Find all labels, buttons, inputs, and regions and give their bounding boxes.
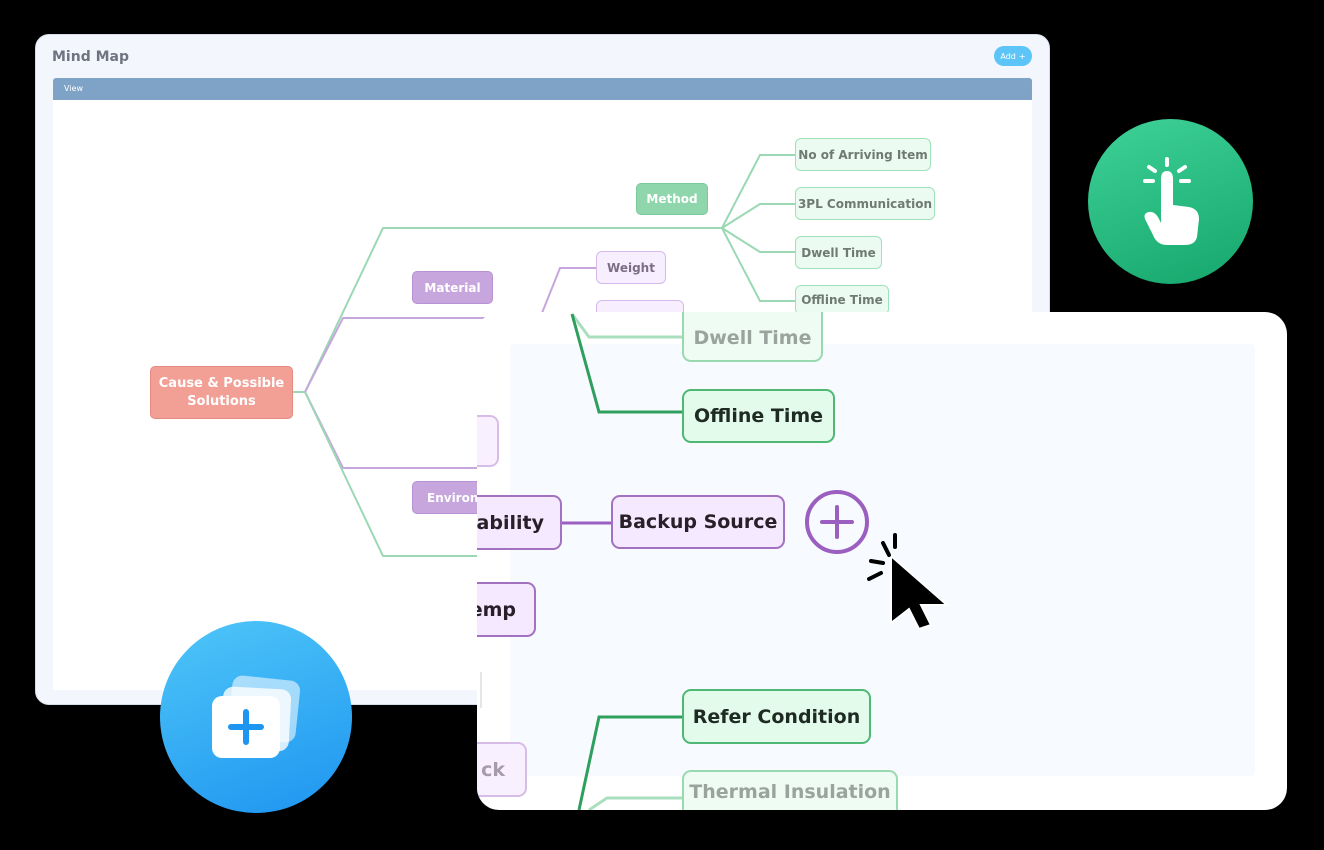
material-node[interactable]: Material xyxy=(412,271,493,304)
leaf-weight[interactable]: Weight xyxy=(596,251,666,284)
add-button[interactable]: Add + xyxy=(994,46,1032,66)
hand-tap-icon xyxy=(1088,119,1253,284)
view-bar[interactable]: View xyxy=(53,78,1032,100)
cursor-click-icon xyxy=(867,533,950,631)
zoom-connectors xyxy=(562,313,682,810)
method-node[interactable]: Method xyxy=(636,183,708,215)
hand-tap-glyph xyxy=(1142,156,1199,245)
zoom-partial-node[interactable] xyxy=(477,415,499,467)
connector-root-material xyxy=(304,317,540,393)
connector-method-leaves xyxy=(721,154,795,302)
window-title: Mind Map xyxy=(52,49,129,65)
zoom-refer-condition[interactable]: Refer Condition xyxy=(682,689,871,744)
zoom-dwell-time[interactable]: Dwell Time xyxy=(682,312,823,362)
environment-node[interactable]: Environm xyxy=(412,481,491,514)
zoom-track[interactable]: ck xyxy=(477,742,527,797)
connector-zoom-refer xyxy=(577,715,682,810)
connector-root-environment xyxy=(304,391,477,469)
connector-zoom-dwell xyxy=(570,313,682,339)
root-node[interactable]: Cause & Possible Solutions xyxy=(150,366,293,419)
plus-icon: + xyxy=(1018,51,1026,61)
connector-zoom-thermal xyxy=(588,796,682,810)
leaf-3pl-communication[interactable]: 3PL Communication xyxy=(795,187,935,220)
zoom-temp[interactable]: emp xyxy=(477,582,536,637)
root-line1: Cause & Possible xyxy=(158,375,285,391)
zoom-backup-source[interactable]: Backup Source xyxy=(611,495,785,549)
connector-root-bottom xyxy=(304,391,477,557)
connector-material-leaves xyxy=(493,267,596,319)
leaf-offline-time[interactable]: Offline Time xyxy=(795,285,889,315)
zoom-divider xyxy=(480,672,482,708)
zoom-panel-inner xyxy=(510,344,1255,776)
add-card-glyph xyxy=(212,675,301,758)
add-card-icon xyxy=(160,621,352,813)
zoom-panel: Dwell Time Offline Time lability Backup … xyxy=(477,312,1287,810)
leaf-arriving-item[interactable]: No of Arriving Item xyxy=(795,138,931,171)
zoom-offline-time[interactable]: Offline Time xyxy=(682,389,835,443)
plus-circle-icon[interactable] xyxy=(803,488,871,556)
zoom-thermal-insulation[interactable]: Thermal Insulation xyxy=(682,770,898,810)
view-label: View xyxy=(64,84,83,93)
root-line2: Solutions xyxy=(187,393,256,409)
leaf-dwell-time[interactable]: Dwell Time xyxy=(795,236,882,269)
add-button-label: Add xyxy=(1000,51,1016,61)
connector-root-method xyxy=(292,227,722,393)
connector-zoom-offline xyxy=(570,313,682,414)
zoom-availability[interactable]: lability xyxy=(477,495,562,550)
leaf-partial[interactable] xyxy=(596,300,684,314)
